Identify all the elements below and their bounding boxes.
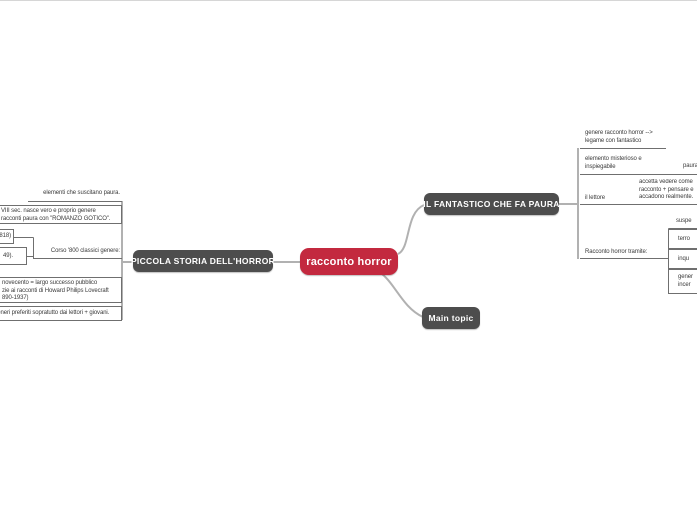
box-poe-1849-text: 49).: [3, 253, 13, 259]
topic-fantastico-label: IL FANTASTICO CHE FA PAURA: [423, 199, 560, 209]
label-corso-800[interactable]: Corso '800 classici genere:: [50, 248, 120, 254]
label-racconto-tramite[interactable]: Racconto horror tramite:: [585, 249, 648, 255]
box-generi-preferiti[interactable]: generi preferiti sopratutto dai lettori …: [0, 306, 122, 321]
box-inquietudine-text: inqu: [678, 256, 689, 262]
topic-fantastico[interactable]: IL FANTASTICO CHE FA PAURA: [423, 193, 560, 215]
box-novecento-line1: novecento = largo successo pubblico: [2, 280, 98, 286]
root-topic-label: racconto horror: [306, 255, 392, 268]
box-romanzo-gotico-line2: racconti paura con "ROMANZO GOTICO".: [1, 215, 111, 222]
box-poe-1849[interactable]: 49).: [0, 247, 27, 265]
label-elemento-line1: elemento misterioso e: [585, 156, 642, 162]
text-lettore-accetta-line1: accetta vedere come: [639, 179, 693, 185]
box-terrore-text: terro: [678, 236, 690, 242]
label-elemento-misterioso[interactable]: elemento misterioso e inspiegabile: [585, 156, 642, 171]
box-frankenstein-1818-text: 818): [0, 233, 11, 239]
root-topic[interactable]: racconto horror: [300, 248, 398, 275]
box-genera-line2: incer: [678, 281, 691, 288]
topic-main[interactable]: Main topic: [422, 307, 480, 329]
topic-piccola-storia[interactable]: PICCOLA STORIA DELL'HORROR: [130, 250, 276, 272]
topic-piccola-storia-label: PICCOLA STORIA DELL'HORROR: [130, 256, 276, 266]
box-generi-preferiti-text: generi preferiti sopratutto dai lettori …: [0, 310, 110, 316]
label-il-lettore[interactable]: il lettore: [585, 195, 606, 201]
text-lettore-accetta-line2: racconto + pensare e: [639, 186, 694, 193]
label-paura[interactable]: paura: [683, 163, 697, 169]
text-lettore-accetta-line3: accadono realmente.: [639, 194, 694, 200]
box-romanzo-gotico[interactable]: VIII sec. nasce vero e proprio genere ra…: [0, 205, 122, 224]
label-elementi-paura[interactable]: elementi che suscitano paura.: [43, 190, 120, 196]
box-frankenstein-1818[interactable]: 818): [0, 229, 14, 244]
box-terrore[interactable]: terro: [668, 229, 697, 249]
label-suspense[interactable]: suspe: [676, 218, 692, 224]
box-inquietudine[interactable]: inqu: [668, 249, 697, 269]
text-lettore-accetta[interactable]: accetta vedere come racconto + pensare e…: [639, 179, 697, 202]
topic-main-label: Main topic: [428, 313, 474, 323]
label-genere-legame[interactable]: genere racconto horror --> legame con fa…: [585, 130, 653, 145]
box-genera-incertezza[interactable]: gener incer: [668, 269, 697, 294]
box-genera-line1: gener: [678, 274, 693, 280]
box-novecento-line2: zie ai racconti di Howard Philips Lovecr…: [2, 287, 109, 294]
label-genere-legame-line2: legame con fantastico: [585, 137, 642, 144]
label-elemento-line2: inspiegabile: [585, 163, 616, 170]
label-genere-legame-line1: genere racconto horror -->: [585, 130, 653, 136]
box-novecento-lovecraft[interactable]: novecento = largo successo pubblico zie …: [0, 277, 122, 303]
box-romanzo-gotico-line1: VIII sec. nasce vero e proprio genere: [1, 208, 96, 214]
box-novecento-line3: 890-1937): [2, 295, 29, 301]
